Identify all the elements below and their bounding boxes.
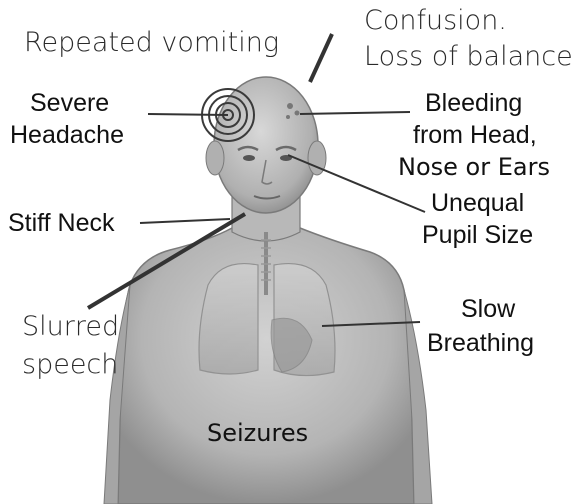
label-pupil-size: Pupil Size bbox=[422, 222, 533, 250]
label-repeated-vomiting: Repeated vomiting bbox=[24, 28, 279, 58]
label-from-head: from Head, bbox=[413, 122, 537, 150]
label-bleeding: Bleeding bbox=[425, 90, 522, 118]
label-speech: speech bbox=[22, 350, 118, 380]
label-stiff-neck: Stiff Neck bbox=[8, 210, 115, 238]
label-seizures: Seizures bbox=[207, 420, 308, 446]
head bbox=[214, 77, 318, 213]
label-headache: Headache bbox=[10, 122, 124, 150]
label-breathing: Breathing bbox=[427, 330, 534, 358]
label-nose-or-ears: Nose or Ears bbox=[398, 154, 550, 180]
label-unequal: Unequal bbox=[431, 190, 524, 218]
label-slurred: Slurred bbox=[22, 312, 119, 342]
label-slow: Slow bbox=[461, 296, 515, 324]
left-eye bbox=[243, 155, 255, 161]
label-severe: Severe bbox=[30, 90, 109, 118]
left-ear bbox=[206, 141, 224, 175]
label-loss-of-balance: Loss of balance bbox=[364, 42, 573, 72]
label-confusion: Confusion. bbox=[364, 6, 507, 36]
